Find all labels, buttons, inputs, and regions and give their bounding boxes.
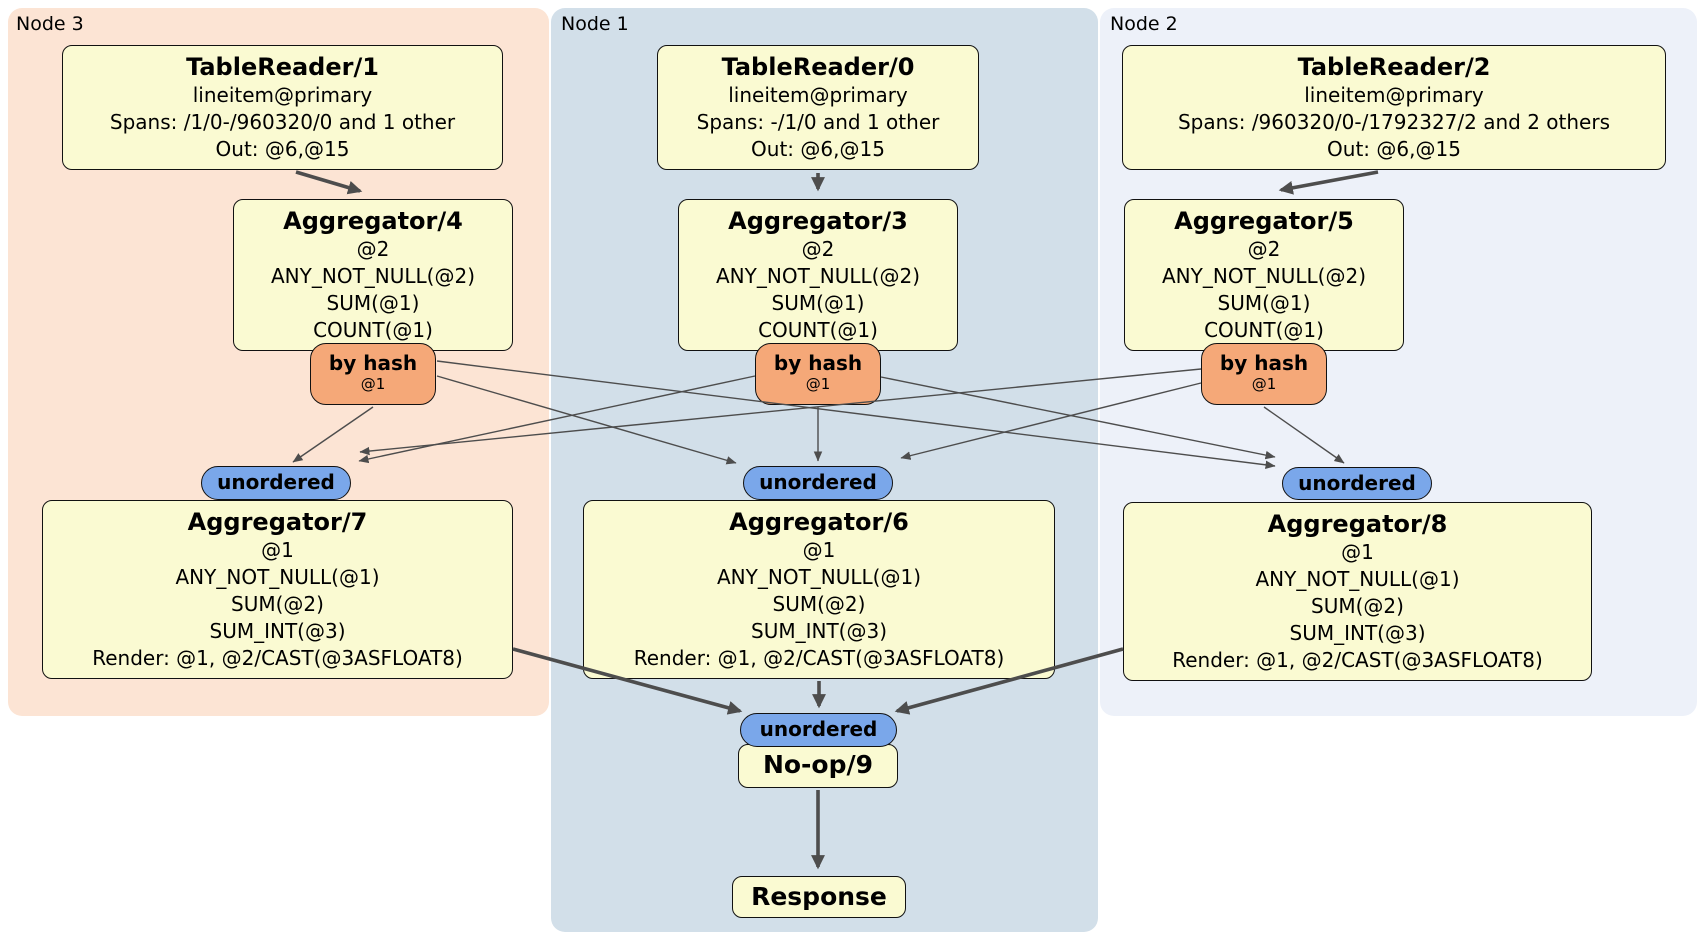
- sync-unordered-node1: unordered: [743, 466, 893, 500]
- processor-detail: SUM(@2): [231, 592, 324, 616]
- sync-unordered-node2: unordered: [1282, 467, 1432, 500]
- processor-aggregator-7: Aggregator/7 @1 ANY_NOT_NULL(@1) SUM(@2)…: [42, 500, 513, 679]
- processor-detail: Render: @1, @2/CAST(@3ASFLOAT8): [633, 646, 1005, 670]
- processor-title: TableReader/1: [186, 53, 379, 81]
- processor-detail: @1: [1341, 540, 1374, 564]
- processor-detail: @1: [802, 538, 836, 562]
- processor-detail: ANY_NOT_NULL(@2): [1162, 264, 1366, 288]
- processor-detail: Render: @1, @2/CAST(@3ASFLOAT8): [92, 646, 463, 670]
- processor-detail: Spans: /1/0-/960320/0 and 1 other: [109, 110, 456, 134]
- processor-title: TableReader/2: [1297, 53, 1491, 81]
- hash-router-node2: by hash @1: [1201, 343, 1327, 405]
- processor-noop-9: No-op/9: [738, 744, 898, 788]
- hash-router-key: @1: [805, 375, 831, 393]
- processor-title: Aggregator/8: [1267, 510, 1448, 538]
- processor-aggregator-6: Aggregator/6 @1 ANY_NOT_NULL(@1) SUM(@2)…: [583, 500, 1055, 679]
- processor-detail: @2: [356, 237, 390, 261]
- processor-detail: Out: @6,@15: [751, 137, 885, 161]
- node1-label: Node 1: [561, 13, 629, 35]
- processor-detail: lineitem@primary: [192, 83, 373, 107]
- sync-label: unordered: [1298, 471, 1416, 495]
- processor-detail: ANY_NOT_NULL(@1): [717, 565, 921, 589]
- processor-aggregator-4: Aggregator/4 @2 ANY_NOT_NULL(@2) SUM(@1)…: [233, 199, 513, 351]
- processor-title: Aggregator/6: [729, 508, 909, 536]
- processor-title: Aggregator/5: [1174, 207, 1354, 235]
- processor-title: Aggregator/3: [728, 207, 908, 235]
- processor-title: Response: [751, 882, 887, 911]
- sync-unordered-node3: unordered: [201, 466, 351, 500]
- processor-detail: SUM_INT(@3): [751, 619, 887, 643]
- processor-detail: COUNT(@1): [758, 318, 878, 342]
- hash-router-key: @1: [360, 375, 386, 393]
- processor-aggregator-8: Aggregator/8 @1 ANY_NOT_NULL(@1) SUM(@2)…: [1123, 502, 1592, 681]
- processor-tablereader-2: TableReader/2 lineitem@primary Spans: /9…: [1122, 45, 1666, 170]
- processor-detail: ANY_NOT_NULL(@2): [271, 264, 475, 288]
- sync-unordered-final: unordered: [740, 713, 897, 747]
- processor-detail: COUNT(@1): [313, 318, 433, 342]
- processor-detail: SUM(@1): [1217, 291, 1311, 315]
- processor-detail: SUM(@1): [326, 291, 420, 315]
- processor-detail: lineitem@primary: [728, 83, 908, 107]
- processor-detail: ANY_NOT_NULL(@1): [175, 565, 380, 589]
- hash-router-label: by hash: [1219, 351, 1309, 375]
- processor-detail: SUM(@2): [1311, 594, 1404, 618]
- processor-detail: SUM_INT(@3): [209, 619, 346, 643]
- processor-title: No-op/9: [762, 750, 874, 779]
- processor-detail: SUM_INT(@3): [1289, 621, 1426, 645]
- processor-response: Response: [732, 876, 906, 918]
- processor-detail: COUNT(@1): [1204, 318, 1324, 342]
- processor-title: TableReader/0: [721, 53, 915, 81]
- sync-label: unordered: [217, 470, 335, 494]
- sync-label: unordered: [759, 717, 878, 741]
- node2-label: Node 2: [1110, 13, 1178, 35]
- hash-router-node1: by hash @1: [755, 343, 881, 405]
- processor-detail: @2: [1247, 237, 1281, 261]
- processor-detail: SUM(@1): [771, 291, 865, 315]
- hash-router-label: by hash: [773, 351, 863, 375]
- processor-detail: ANY_NOT_NULL(@1): [1255, 567, 1460, 591]
- processor-aggregator-3: Aggregator/3 @2 ANY_NOT_NULL(@2) SUM(@1)…: [678, 199, 958, 351]
- processor-detail: Render: @1, @2/CAST(@3ASFLOAT8): [1172, 648, 1543, 672]
- processor-detail: @1: [261, 538, 294, 562]
- processor-tablereader-1: TableReader/1 lineitem@primary Spans: /1…: [62, 45, 503, 170]
- sync-label: unordered: [759, 470, 877, 494]
- processor-detail: Out: @6,@15: [215, 137, 350, 161]
- processor-detail: Spans: -/1/0 and 1 other: [696, 110, 940, 134]
- node3-label: Node 3: [16, 13, 84, 35]
- processor-detail: SUM(@2): [772, 592, 866, 616]
- processor-aggregator-5: Aggregator/5 @2 ANY_NOT_NULL(@2) SUM(@1)…: [1124, 199, 1404, 351]
- processor-detail: Spans: /960320/0-/1792327/2 and 2 others: [1177, 110, 1610, 134]
- processor-detail: lineitem@primary: [1304, 83, 1484, 107]
- processor-detail: Out: @6,@15: [1327, 137, 1461, 161]
- processor-detail: ANY_NOT_NULL(@2): [716, 264, 920, 288]
- hash-router-label: by hash: [328, 351, 418, 375]
- processor-tablereader-0: TableReader/0 lineitem@primary Spans: -/…: [657, 45, 979, 170]
- processor-title: Aggregator/4: [283, 207, 463, 235]
- hash-router-node3: by hash @1: [310, 343, 436, 405]
- processor-detail: @2: [801, 237, 835, 261]
- hash-router-key: @1: [1251, 375, 1277, 393]
- processor-title: Aggregator/7: [187, 508, 368, 536]
